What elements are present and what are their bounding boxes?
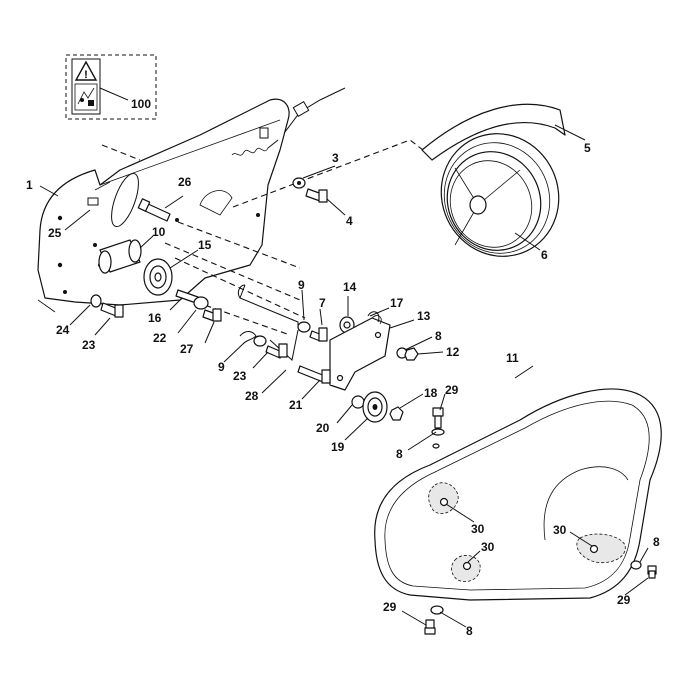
washer-22 [193, 296, 209, 310]
callout-19: 19 [331, 440, 345, 454]
warning-label-box: ! 100 [65, 54, 157, 120]
drive-belt [421, 103, 566, 161]
callout-5: 5 [584, 141, 591, 155]
washer-24 [90, 294, 102, 308]
callout-8-bottom: 8 [466, 624, 473, 638]
callout-11: 11 [506, 351, 519, 365]
callout-28: 28 [245, 389, 259, 403]
callout-14: 14 [343, 280, 357, 294]
callout-3: 3 [332, 151, 339, 165]
callout-30-left: 30 [471, 522, 485, 536]
nut-18 [389, 406, 404, 421]
belt-cover [374, 388, 662, 601]
callout-30-right: 30 [553, 523, 567, 537]
control-cable [284, 87, 346, 133]
callout-21: 21 [289, 398, 303, 412]
callout-8-upper: 8 [435, 329, 442, 343]
callout-13: 13 [417, 309, 431, 323]
bolt-29-top [431, 407, 445, 436]
callout-1: 1 [26, 178, 33, 192]
callout-24: 24 [56, 323, 70, 337]
callout-15: 15 [198, 238, 212, 252]
washer-9-upper [297, 321, 311, 333]
nut-12 [404, 347, 419, 361]
hand-hazard-icon [74, 83, 98, 111]
warning-triangle-icon: ! [74, 60, 98, 81]
washer-20 [351, 395, 365, 409]
callout-6: 6 [541, 248, 548, 262]
bolt-29-right [647, 565, 657, 579]
idler-pulley-19 [362, 391, 388, 423]
callout-23-lower: 23 [233, 369, 247, 383]
callout-16: 16 [148, 311, 162, 325]
callout-20: 20 [316, 421, 330, 435]
screw-23-lower [265, 343, 288, 359]
callout-12: 12 [446, 345, 460, 359]
leader-lines [39, 124, 649, 628]
screw-7 [309, 327, 328, 342]
screw-27 [202, 308, 222, 322]
callout-4: 4 [346, 214, 353, 228]
callout-9-lower: 9 [218, 360, 225, 374]
callout-7: 7 [319, 296, 326, 310]
clip-9-lower [239, 331, 257, 345]
callout-30-bottom: 30 [481, 540, 495, 554]
bolt-29-bottom [424, 619, 436, 635]
screw-21 [297, 365, 331, 384]
callout-18: 18 [424, 386, 438, 400]
screw-4 [305, 188, 328, 203]
idler-pulley-15 [143, 258, 173, 296]
callout-29-top: 29 [445, 383, 459, 397]
callout-27: 27 [180, 342, 194, 356]
svg-text:!: ! [84, 69, 88, 81]
callout-26: 26 [178, 175, 192, 189]
callout-29-bottom: 29 [383, 600, 397, 614]
main-pulley [440, 133, 560, 257]
tension-spring [231, 127, 279, 156]
callout-17: 17 [390, 296, 404, 310]
callout-8-right: 8 [653, 535, 660, 549]
callout-23-upper: 23 [82, 338, 96, 352]
screw-23-upper [100, 302, 124, 318]
callout-9-upper: 9 [298, 278, 305, 292]
callout-29-right: 29 [617, 593, 631, 607]
callout-8-cover: 8 [396, 447, 403, 461]
bracket-13 [329, 315, 391, 391]
bolt-26 [137, 198, 171, 222]
callout-22: 22 [153, 331, 167, 345]
callouts: 1 25 24 23 10 26 15 16 22 27 3 4 5 6 9 7… [26, 141, 660, 638]
spring-clip-17 [367, 311, 380, 323]
washer-8-right [630, 560, 642, 570]
callout-10: 10 [152, 225, 166, 239]
bearing-sleeve [98, 239, 142, 274]
callout-25: 25 [48, 226, 62, 240]
washer-9-lower [253, 335, 267, 347]
callout-100: 100 [131, 97, 151, 111]
